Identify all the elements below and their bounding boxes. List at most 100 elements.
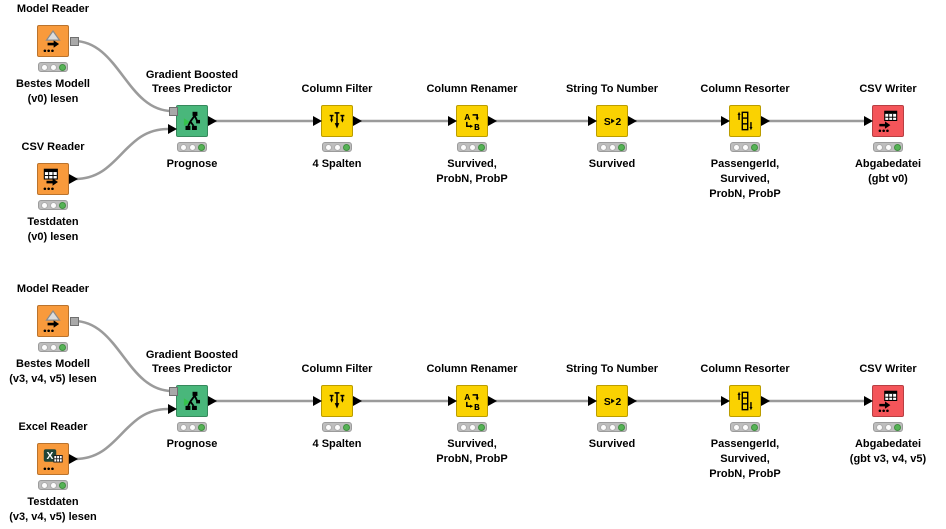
csv-reader-node-body[interactable]	[37, 163, 78, 195]
data-output-port[interactable]	[761, 116, 770, 126]
csv-writer-node-body[interactable]	[864, 105, 904, 137]
node-annotation[interactable]: PassengerId,Survived,ProbN, ProbP	[635, 157, 855, 202]
node-annotation-line: 4 Spalten	[312, 438, 362, 450]
column-resorter-node-body[interactable]	[721, 385, 770, 417]
data-input-port[interactable]	[313, 116, 322, 126]
gbt-predictor-node-body[interactable]	[168, 105, 217, 137]
node-name-line: CSV Writer	[859, 83, 917, 95]
status-light-off	[333, 143, 341, 151]
data-output-port[interactable]	[69, 454, 78, 464]
model-output-port[interactable]	[70, 36, 79, 46]
status-light-off	[40, 63, 48, 71]
node-annotation[interactable]: Bestes Modell(v0) lesen	[0, 77, 163, 107]
node-name-line: Excel Reader	[18, 421, 88, 433]
node-name: Column Resorter	[635, 362, 855, 376]
data-output-port[interactable]	[353, 396, 362, 406]
data-input-port[interactable]	[721, 116, 730, 126]
node-annotation[interactable]: Testdaten(v3, v4, v5) lesen	[0, 495, 163, 525]
data-input-port[interactable]	[864, 116, 873, 126]
node-annotation[interactable]: Abgabedatei(gbt v0)	[778, 157, 946, 187]
data-output-port[interactable]	[488, 116, 497, 126]
column-resorter-icon	[737, 111, 753, 131]
data-output-port[interactable]	[628, 116, 637, 126]
status-light-off	[884, 423, 892, 431]
model-output-port[interactable]	[70, 316, 79, 326]
status-traffic-light	[177, 422, 207, 432]
data-input-port[interactable]	[448, 116, 457, 126]
column-filter-node-body[interactable]	[313, 105, 362, 137]
status-light-green	[893, 423, 901, 431]
node-annotation[interactable]: Bestes Modell(v3, v4, v5) lesen	[0, 357, 163, 387]
status-traffic-light	[38, 480, 68, 490]
data-input-port[interactable]	[448, 396, 457, 406]
column-filter-icon	[329, 392, 345, 409]
model-reader-node-body[interactable]	[37, 305, 79, 337]
node-annotation-line: ProbN, ProbP	[709, 468, 781, 480]
node-annotation[interactable]: 4 Spalten	[227, 157, 447, 172]
node-annotation[interactable]: Survived,ProbN, ProbP	[362, 437, 582, 467]
status-light-green	[58, 481, 66, 489]
node-annotation-line: ProbN, ProbP	[436, 173, 508, 185]
excel-reader-node-body[interactable]: X	[37, 443, 78, 475]
data-input-port[interactable]	[864, 396, 873, 406]
status-light-off	[599, 423, 607, 431]
status-light-off	[608, 423, 616, 431]
status-light-off	[188, 423, 196, 431]
status-traffic-light	[597, 422, 627, 432]
node-name-line: Column Renamer	[426, 363, 518, 375]
column-resorter-node-body[interactable]	[721, 105, 770, 137]
node-annotation[interactable]: Prognose	[82, 157, 302, 172]
model-reader-icon	[43, 310, 61, 333]
node-name: Column Renamer	[362, 82, 582, 96]
column-filter-node-body[interactable]	[313, 385, 362, 417]
data-input-port[interactable]	[588, 396, 597, 406]
status-light-off	[732, 423, 740, 431]
data-output-port[interactable]	[208, 116, 217, 126]
node-annotation[interactable]: PassengerId,Survived,ProbN, ProbP	[635, 437, 855, 482]
data-output-port[interactable]	[69, 174, 78, 184]
model-input-port[interactable]	[169, 106, 178, 116]
node-annotation-line: Survived	[588, 438, 636, 450]
node-annotation-line: (v3, v4, v5) lesen	[9, 511, 97, 523]
node-annotation[interactable]: Prognose	[82, 437, 302, 452]
data-input-port[interactable]	[168, 404, 177, 414]
node-annotation[interactable]: Survived	[502, 437, 722, 452]
data-output-port[interactable]	[628, 396, 637, 406]
data-input-port[interactable]	[721, 396, 730, 406]
node-annotation[interactable]: 4 Spalten	[227, 437, 447, 452]
csv-writer-node-body[interactable]	[864, 385, 904, 417]
data-output-port[interactable]	[208, 396, 217, 406]
status-traffic-light	[177, 142, 207, 152]
status-light-green	[750, 423, 758, 431]
gbt-predictor-node-body[interactable]	[168, 385, 217, 417]
node-annotation[interactable]: Survived	[502, 157, 722, 172]
node-name: Column Resorter	[635, 82, 855, 96]
node-annotation[interactable]: Testdaten(v0) lesen	[0, 215, 163, 245]
model-reader-node-body[interactable]	[37, 25, 79, 57]
data-output-port[interactable]	[353, 116, 362, 126]
status-traffic-light	[873, 422, 903, 432]
status-light-off	[875, 423, 883, 431]
data-input-port[interactable]	[588, 116, 597, 126]
node-annotation-line: Survived,	[720, 173, 770, 185]
status-light-off	[468, 423, 476, 431]
node-annotation-line: ProbN, ProbP	[709, 188, 781, 200]
node-annotation[interactable]: Abgabedatei(gbt v3, v4, v5)	[778, 437, 946, 467]
data-output-port[interactable]	[761, 396, 770, 406]
status-light-off	[49, 201, 57, 209]
data-output-port[interactable]	[488, 396, 497, 406]
data-input-port[interactable]	[313, 396, 322, 406]
node-name-line: CSV Reader	[21, 141, 85, 153]
csv-writer-icon	[878, 110, 898, 133]
model-input-port[interactable]	[169, 386, 178, 396]
node-name-line: Column Filter	[301, 83, 373, 95]
node-annotation[interactable]: Survived,ProbN, ProbP	[362, 157, 582, 187]
data-input-port[interactable]	[168, 124, 177, 134]
